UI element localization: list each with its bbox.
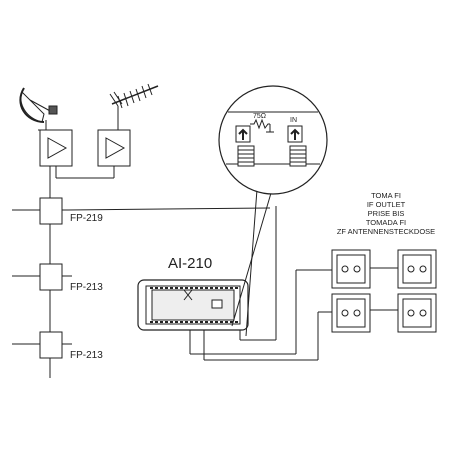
outlet-top-left	[331, 249, 371, 289]
coax-socket-icon	[341, 309, 349, 317]
label-fp219: FP-219	[70, 213, 103, 224]
ai210-unit	[137, 279, 249, 331]
outlet-caption-3: PRISE BIS	[368, 209, 405, 218]
triangle-amplifier-icon	[105, 137, 126, 159]
coax-socket-icon	[353, 309, 361, 317]
outlet-caption-2: IF OUTLET	[367, 200, 406, 209]
splitter-fp213-bot	[12, 331, 72, 359]
satellite-dish-icon	[19, 87, 58, 131]
coax-socket-icon	[407, 309, 415, 317]
label-fp213-bot: FP-213	[70, 350, 103, 361]
outlet-caption-1: TOMA FI	[371, 191, 401, 200]
impedance-label: 75Ω	[253, 113, 266, 120]
amplifier-right	[97, 129, 131, 167]
callout-line-a	[231, 175, 277, 327]
in-label: IN	[290, 117, 297, 124]
label-fp213-mid: FP-213	[70, 282, 103, 293]
splitter-fp219	[12, 197, 271, 225]
connector-callout	[218, 85, 328, 195]
amplifier-left	[39, 129, 73, 167]
coax-socket-icon	[341, 265, 349, 273]
coax-socket-icon	[407, 265, 415, 273]
triangle-amplifier-icon	[47, 137, 68, 159]
outlet-bottom-left	[331, 293, 371, 333]
outlet-caption-5: ZF ANTENNENSTECKDOSE	[337, 227, 435, 236]
yagi-antenna-icon	[109, 83, 159, 130]
coax-socket-icon	[419, 309, 427, 317]
outlet-caption-4: TOMADA FI	[366, 218, 406, 227]
outlet-bottom-right	[397, 293, 437, 333]
outlet-wiring	[189, 206, 398, 361]
coax-socket-icon	[419, 265, 427, 273]
coax-socket-icon	[353, 265, 361, 273]
outlet-top-right	[397, 249, 437, 289]
callout-line-b	[245, 175, 259, 337]
model-title: AI-210	[168, 255, 212, 272]
splitter-fp213-mid	[12, 263, 72, 291]
